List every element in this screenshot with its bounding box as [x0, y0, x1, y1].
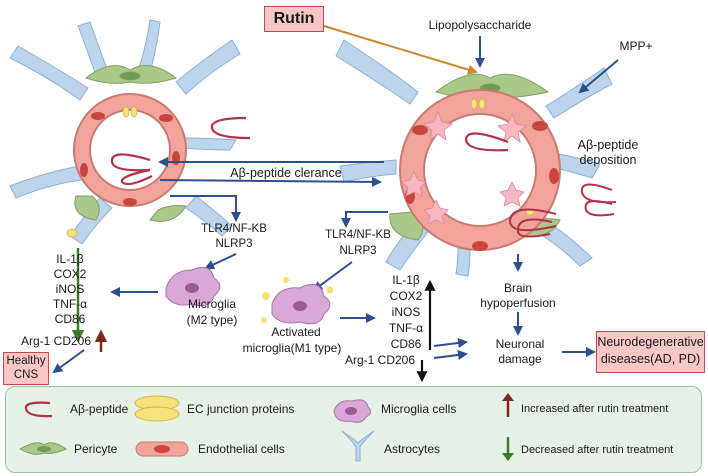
left-nlrp-label: NLRP3	[215, 238, 252, 250]
legend-abeta-label: Aβ-peptide	[70, 402, 129, 416]
abeta-deposits-right	[508, 183, 617, 238]
left-microglia-label-1: Microglia	[188, 297, 236, 311]
activated-label-1: Activated	[271, 325, 320, 339]
right-endothelial-ring	[399, 89, 561, 251]
legend-pericyte-icon	[18, 442, 68, 455]
left-tlr-label: TLR4/NF-KB	[201, 223, 267, 235]
legend-increased-arrow-icon	[502, 393, 514, 417]
mpp-label: MPP+	[619, 39, 652, 53]
lps-label: Lipopolysaccharide	[429, 18, 532, 32]
mpp-arrow	[578, 59, 619, 94]
legend-decreased-label: Decreased after rutin treatment	[521, 444, 674, 456]
legend: Aβ-peptide EC junction proteins Microgli…	[5, 386, 702, 473]
legend-microglia-label: Microglia cells	[381, 402, 457, 416]
left-marker-5: Arg-1 CD206	[21, 334, 91, 348]
nd-label-1: Neurodegenerative	[597, 335, 704, 349]
left-marker-3: TNF-α	[53, 297, 87, 311]
healthy-cns-box: Healthy CNS	[3, 352, 49, 385]
legend-endothelial-icon	[135, 441, 189, 457]
legend-astrocyte-icon	[341, 430, 375, 462]
left-m2-microglia	[165, 266, 221, 307]
legend-ec-junction-icon	[134, 395, 180, 422]
legend-astrocytes-label: Astrocytes	[384, 442, 441, 456]
middle-m1-microglia	[261, 277, 334, 325]
middle-marker-4: CD86	[391, 337, 422, 351]
markers-to-neuronal-arrow-2	[433, 350, 468, 360]
left-marker-0: IL-1β	[56, 252, 84, 266]
legend-increased-label: Increased after rutin treatment	[521, 403, 669, 415]
left-to-healthy-arrow	[52, 349, 85, 374]
neuronal-label-2: damage	[498, 352, 542, 366]
nd-label-2: diseases(AD, PD)	[600, 352, 701, 366]
middle-nlrp-label: NLRP3	[339, 245, 376, 257]
left-marker-2: iNOS	[56, 282, 85, 296]
middle-marker-1: COX2	[390, 289, 423, 303]
healthy-label-2: CNS	[13, 369, 39, 381]
middle-marker-0: IL-1β	[392, 273, 420, 287]
middle-marker-2: iNOS	[392, 305, 421, 319]
middle-nlrp-to-microglia-arrow	[312, 261, 353, 292]
arrows	[52, 25, 619, 383]
clearance-label: Aβ-peptide clerance	[230, 166, 341, 180]
rutin-label: Rutin	[273, 10, 315, 27]
left-nlrp-to-microglia-arrow	[204, 253, 237, 270]
legend-microglia-icon	[333, 399, 372, 423]
middle-tlr-label: TLR4/NF-KB	[325, 229, 391, 241]
healthy-label-1: Healthy	[6, 355, 46, 367]
markers-to-neuronal-arrow-1	[433, 338, 468, 348]
abeta-deposition-label-2: deposition	[580, 153, 637, 167]
activated-label-2: microglia(M1 type)	[243, 341, 342, 355]
left-marker-1: COX2	[54, 267, 87, 281]
brain-label-2: hypoperfusion	[480, 296, 555, 310]
legend-decreased-arrow-icon	[502, 437, 514, 461]
left-endothelial-ring	[73, 93, 187, 207]
rutin-arrow	[323, 25, 478, 75]
rutin-box: Rutin	[264, 6, 324, 32]
legend-abeta-icon	[24, 401, 53, 418]
abeta-in-left-lumen	[110, 153, 153, 186]
middle-marker-3: TNF-α	[389, 321, 423, 335]
left-astrocyte-processes	[9, 19, 241, 245]
clearance-arrow-right	[159, 176, 382, 187]
brain-label-1: Brain	[504, 281, 532, 295]
legend-pericyte-label: Pericyte	[74, 442, 118, 456]
neuronal-label-1: Neuronal	[496, 337, 545, 351]
left-vessel	[9, 19, 251, 245]
neurodegenerative-box: Neurodegenerative diseases(AD, PD)	[596, 331, 705, 373]
ec-junctions-left-lower	[66, 228, 78, 238]
legend-ec-label: EC junction proteins	[187, 402, 295, 416]
left-tlr-arrow	[170, 195, 241, 222]
middle-marker-5: Arg-1 CD206	[345, 353, 415, 367]
left-microglia-label-2: (M2 type)	[187, 313, 238, 327]
right-vessel	[335, 39, 617, 277]
middle-tlr-arrow	[341, 211, 388, 228]
left-pericytes	[74, 65, 187, 222]
abeta-in-right-lumen	[464, 132, 509, 152]
abeta-near-left-vessel	[210, 116, 251, 140]
abeta-deposition-label-1: Aβ-peptide	[578, 138, 639, 152]
left-marker-4: CD86	[55, 312, 86, 326]
legend-endothelial-label: Endothelial cells	[198, 442, 285, 456]
